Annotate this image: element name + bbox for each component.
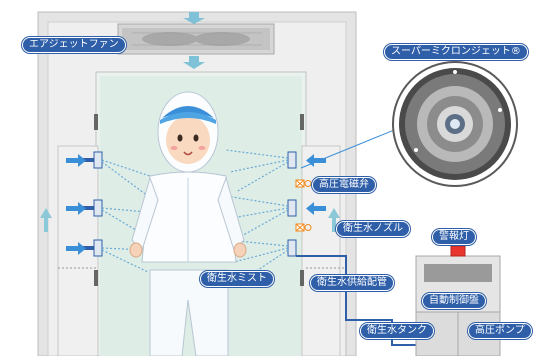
super-micron-jet-zoom bbox=[392, 61, 518, 187]
label-sanitary-mist: 衛生水ミスト bbox=[200, 271, 274, 287]
mist-spray-right bbox=[225, 149, 289, 283]
arrow-down-icon bbox=[183, 12, 205, 24]
label-super-micron-jet: スーパーミクロンジェット® bbox=[384, 44, 528, 60]
arrow-left-icon bbox=[306, 202, 326, 215]
right-nozzles bbox=[287, 151, 297, 257]
arrow-right-icon bbox=[66, 242, 86, 255]
worker-figure bbox=[129, 91, 247, 356]
label-supply-pipe: 衛生水供給配管 bbox=[310, 275, 394, 291]
arrow-right-icon bbox=[66, 154, 86, 167]
label-warning-light: 警報灯 bbox=[432, 229, 476, 245]
arrow-down-icon bbox=[183, 56, 205, 69]
air-jet-fan-unit bbox=[117, 23, 275, 55]
label-control-panel: 自動制御盤 bbox=[422, 293, 486, 309]
label-solenoid-valve: 高圧電磁弁 bbox=[312, 177, 376, 193]
arrow-up-icon bbox=[40, 208, 52, 232]
label-air-jet-fan: エアジェットファン bbox=[22, 37, 126, 53]
label-pump: 高圧ポンプ bbox=[468, 323, 532, 339]
label-sanitary-nozzle: 衛生水ノズル bbox=[336, 221, 410, 237]
warning-light-lamp bbox=[450, 245, 466, 257]
arrow-up-icon bbox=[328, 208, 340, 232]
label-water-tank: 衛生水タンク bbox=[360, 323, 434, 339]
solenoid-valve-icon bbox=[295, 223, 312, 232]
arrow-right-icon bbox=[66, 202, 86, 215]
solenoid-valve-icon bbox=[295, 179, 312, 188]
